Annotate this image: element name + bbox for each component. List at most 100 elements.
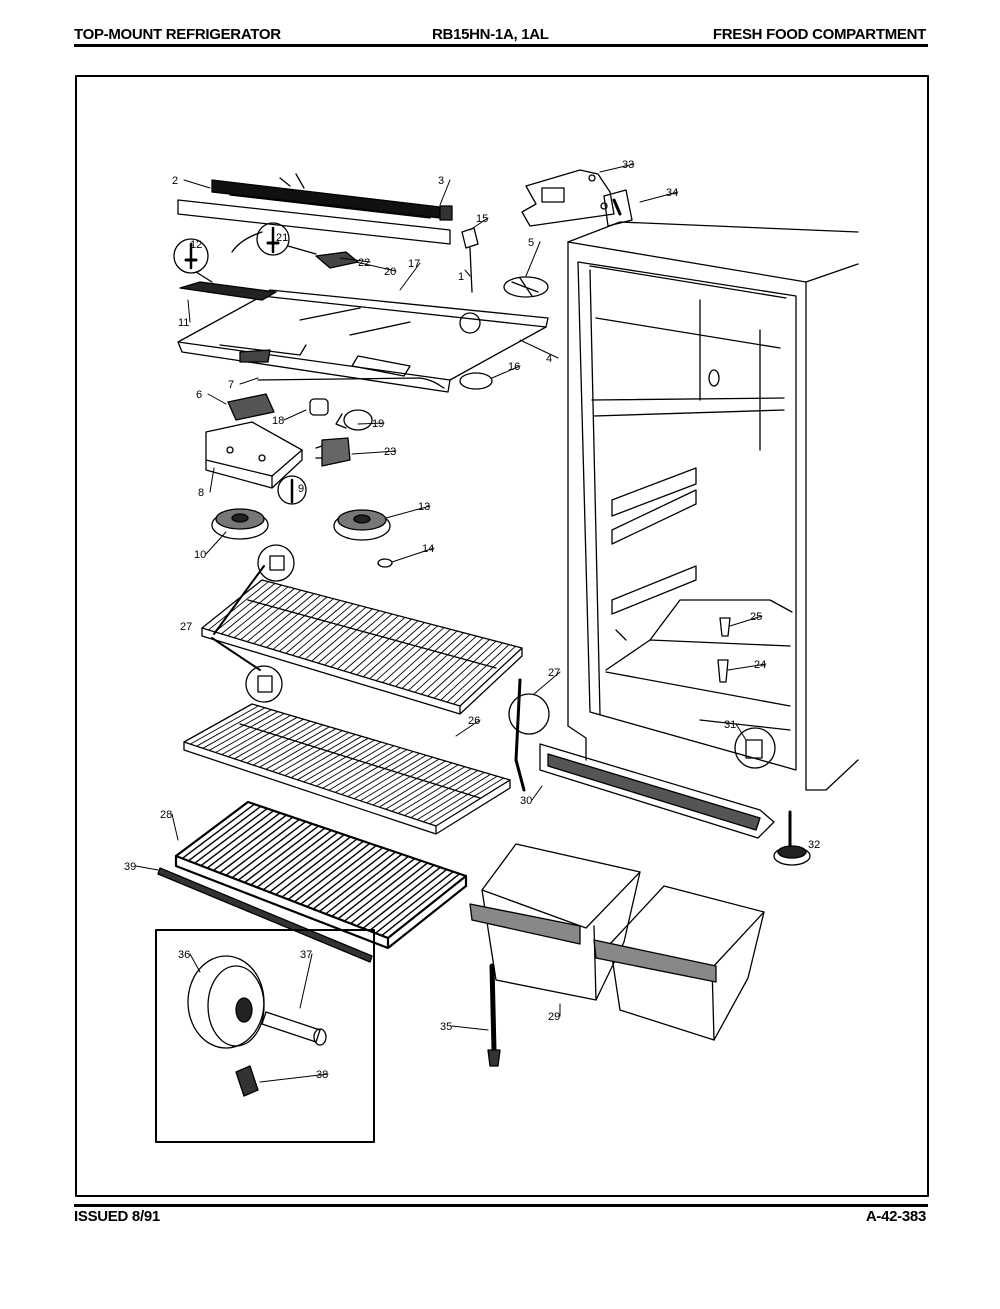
header-model-type: TOP-MOUNT REFRIGERATOR xyxy=(74,26,281,43)
shelf-slat xyxy=(194,807,268,864)
footer-rule xyxy=(74,1204,928,1207)
callout-15: 15 xyxy=(476,213,488,225)
shelf-slat xyxy=(331,855,409,917)
part-thermostat-assembly xyxy=(205,377,445,489)
callout-27a: 27 xyxy=(180,621,192,633)
leader-5 xyxy=(525,241,541,277)
callout-3: 3 xyxy=(438,175,444,187)
leader-4 xyxy=(519,339,559,359)
shelf-slat xyxy=(349,862,429,925)
shelf-slat xyxy=(272,598,334,650)
callout-37: 37 xyxy=(300,949,312,961)
detail-27-support-top xyxy=(257,544,295,582)
shelf-slat xyxy=(208,711,279,751)
shelf-slat xyxy=(250,827,326,886)
callout-1: 1 xyxy=(458,271,464,283)
leader-19 xyxy=(357,422,385,425)
part-11-bracket xyxy=(179,281,277,301)
part-34-hinge xyxy=(603,189,633,227)
part-33-bracket xyxy=(521,169,615,227)
shelf-slat xyxy=(356,620,419,676)
leader-36 xyxy=(189,953,201,973)
callout-18: 18 xyxy=(272,415,284,427)
part-39-rail xyxy=(157,867,373,963)
footer-issue-date: ISSUED 8/91 xyxy=(74,1208,160,1225)
shelf-slat xyxy=(284,733,356,777)
shelf-slat xyxy=(233,588,295,639)
shelf-slat xyxy=(378,762,453,808)
shelf-slat xyxy=(181,803,256,860)
leader-38 xyxy=(259,1073,329,1083)
shelf-slat xyxy=(306,847,384,908)
shelf-slat xyxy=(231,820,307,879)
shelf-slat xyxy=(337,857,416,920)
leader-24 xyxy=(727,663,767,671)
shelf-slat xyxy=(285,601,347,654)
shelf-slat xyxy=(375,625,438,682)
leader-34 xyxy=(639,191,679,203)
shelf-slat xyxy=(356,864,435,927)
leader-23 xyxy=(351,450,397,455)
shelf-slat xyxy=(362,622,425,678)
shelf-slat xyxy=(262,831,339,891)
part-25-clip xyxy=(719,617,731,637)
leader-7 xyxy=(239,377,259,385)
shelf-slat xyxy=(240,589,302,641)
shelf-slat xyxy=(324,853,403,915)
shelf-slat xyxy=(369,623,432,680)
leader-10 xyxy=(205,531,227,555)
leader-26 xyxy=(455,719,481,737)
callout-2: 2 xyxy=(172,175,178,187)
shelf-slat xyxy=(422,775,498,823)
shelf-slat xyxy=(372,760,446,806)
callout-25: 25 xyxy=(750,611,762,623)
shelf-slat xyxy=(278,732,350,774)
shelf-slat xyxy=(296,737,369,781)
shelf-slat xyxy=(227,586,289,637)
shelf-slat xyxy=(410,771,485,819)
shelf-slat xyxy=(433,640,497,699)
shelf-slat xyxy=(243,825,320,884)
shelf-slat xyxy=(200,810,275,867)
callout-10: 10 xyxy=(194,549,206,561)
shelf-slat xyxy=(440,642,503,701)
shelf-slat xyxy=(252,724,324,766)
shelf-slat xyxy=(293,842,371,903)
shelf-slat xyxy=(343,616,406,672)
leader-2 xyxy=(183,179,211,189)
shelf-slat xyxy=(240,720,311,762)
shelf-slat xyxy=(214,582,276,633)
callout-8: 8 xyxy=(198,487,204,499)
shelf-slat xyxy=(317,610,380,664)
shelf-slat xyxy=(337,615,399,670)
callout-32: 32 xyxy=(808,839,820,851)
shelf-slat xyxy=(343,860,422,922)
shelf-slat xyxy=(416,773,492,821)
callout-14: 14 xyxy=(422,543,434,555)
leader-25 xyxy=(729,615,763,627)
callout-24: 24 xyxy=(754,659,766,671)
shelf-slat xyxy=(206,812,281,869)
detail-27-support-side xyxy=(508,693,550,735)
detail-27-support-mid xyxy=(245,665,283,703)
shelf-slat xyxy=(246,591,308,643)
callout-7: 7 xyxy=(228,379,234,391)
shelf-slat xyxy=(328,747,401,791)
leader-13 xyxy=(385,505,431,519)
leader-11 xyxy=(187,299,191,323)
callout-17: 17 xyxy=(408,258,420,270)
shelf-slat xyxy=(401,632,464,689)
leader-20 xyxy=(355,261,397,272)
leader-27-b xyxy=(213,565,265,635)
leader-17 xyxy=(399,262,421,291)
shelf-slat xyxy=(202,709,272,749)
shelf-slat xyxy=(453,645,516,705)
shelf-slat xyxy=(268,833,345,893)
callout-21: 21 xyxy=(276,232,288,244)
shelf-slat xyxy=(266,596,328,648)
leader-39 xyxy=(135,865,159,871)
shelf-slat xyxy=(271,730,343,772)
shelf-slat xyxy=(215,713,285,753)
shelf-slat xyxy=(368,868,448,932)
